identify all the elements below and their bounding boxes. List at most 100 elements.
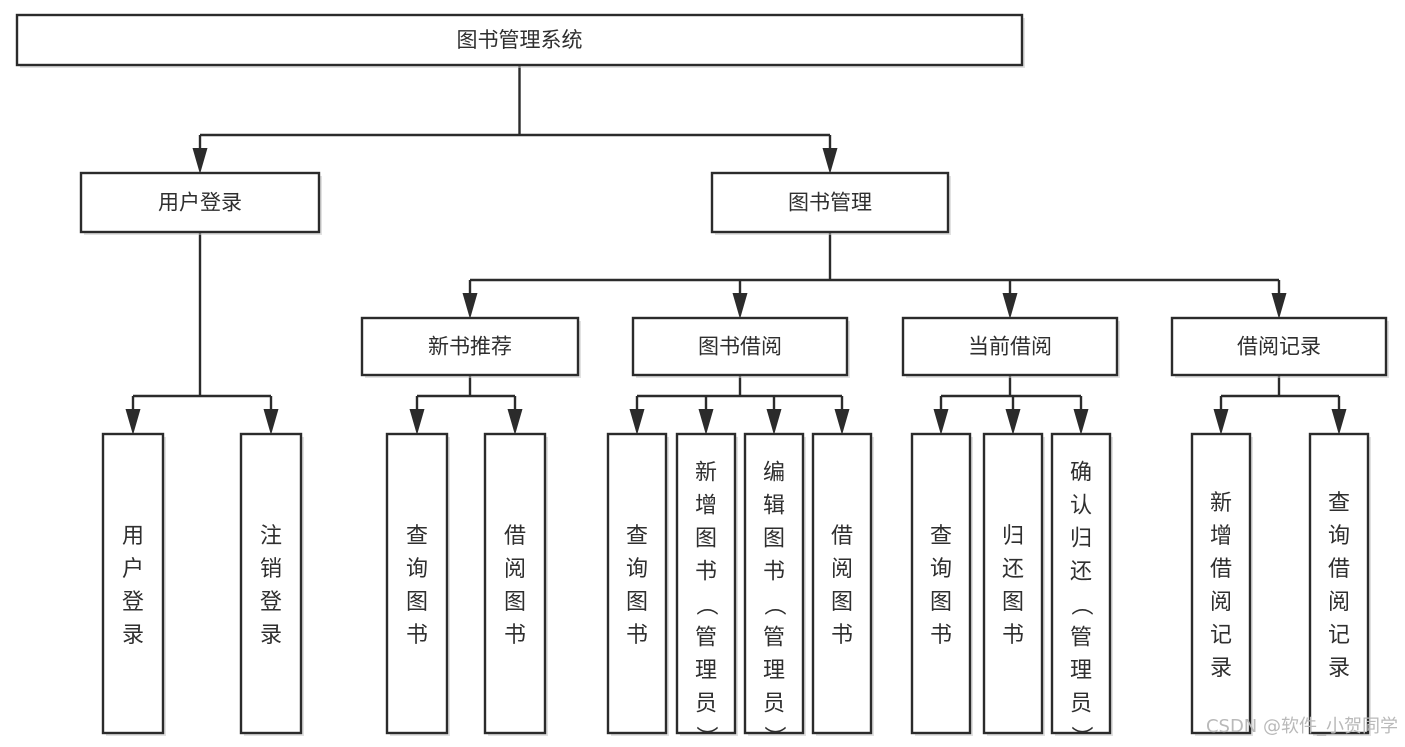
svg-text:员: 员 [1070,692,1092,717]
node-leaf-user-login[interactable]: 用户登录 [101,432,166,736]
svg-text:注: 注 [260,524,282,549]
svg-text:书: 书 [1002,623,1024,648]
node-box [811,432,873,735]
svg-text:还: 还 [1002,557,1024,582]
connector-layer [125,65,1347,435]
node-box [239,432,303,735]
connector-group-current-borrow [933,375,1089,435]
node-root[interactable]: 图书管理系统 [15,13,1025,68]
svg-text:录: 录 [1328,656,1350,681]
svg-text:书: 书 [504,623,526,648]
svg-text:查: 查 [626,524,648,549]
svg-text:）: ） [761,726,786,747]
svg-text:借: 借 [831,524,853,549]
connector-group-book-manage [462,232,1287,319]
svg-text:图: 图 [930,590,952,615]
svg-text:书: 书 [930,623,952,648]
svg-text:员: 员 [763,692,785,717]
svg-text:书: 书 [626,623,648,648]
svg-text:借: 借 [504,524,526,549]
node-new-book-rec[interactable]: 新书推荐 [360,316,581,378]
svg-text:书: 书 [695,560,717,585]
svg-text:管: 管 [695,626,717,651]
node-label: 新书推荐 [428,335,512,359]
svg-text:员: 员 [695,692,717,717]
svg-text:户: 户 [122,557,144,582]
svg-text:借: 借 [1210,557,1232,582]
svg-text:认: 认 [1070,494,1092,519]
node-box [483,432,547,735]
svg-text:图: 图 [406,590,428,615]
node-book-borrow[interactable]: 图书借阅 [631,316,850,378]
node-label: 借阅记录 [1237,335,1321,359]
svg-text:归: 归 [1002,524,1024,549]
svg-text:用: 用 [122,524,144,549]
node-box [982,432,1044,735]
svg-text:图: 图 [504,590,526,615]
node-box [631,316,849,377]
svg-text:（: （ [761,594,786,616]
node-current-borrow[interactable]: 当前借阅 [901,316,1120,378]
svg-text:登: 登 [122,590,144,615]
node-box [1308,432,1370,735]
node-box [675,432,737,735]
svg-text:查: 查 [1328,491,1350,516]
svg-text:理: 理 [695,659,717,684]
svg-text:阅: 阅 [1210,590,1232,615]
node-label: 图书管理系统 [457,28,583,52]
node-box [79,171,321,234]
svg-text:新: 新 [1210,491,1232,516]
svg-text:）: ） [1068,726,1093,747]
node-box [743,432,805,735]
svg-text:登: 登 [260,590,282,615]
svg-text:增: 增 [1210,524,1232,549]
svg-text:录: 录 [122,623,144,648]
svg-text:图: 图 [831,590,853,615]
svg-text:新: 新 [695,461,717,486]
node-box [901,316,1119,377]
svg-text:理: 理 [1070,659,1092,684]
svg-text:理: 理 [763,659,785,684]
connector-group-new-book-rec [409,375,523,435]
svg-text:录: 录 [260,623,282,648]
node-box [1190,432,1252,735]
node-label: 用户登录 [158,191,242,215]
svg-text:询: 询 [930,557,952,582]
node-box [385,432,449,735]
svg-text:记: 记 [1210,623,1232,648]
svg-text:）: ） [693,726,718,747]
node-book-manage[interactable]: 图书管理 [710,171,951,235]
svg-text:编: 编 [763,461,785,486]
svg-text:管: 管 [763,626,785,651]
svg-text:归: 归 [1070,527,1092,552]
node-user-login[interactable]: 用户登录 [79,171,322,235]
svg-text:书: 书 [763,560,785,585]
node-borrow-record[interactable]: 借阅记录 [1170,316,1389,378]
node-box [15,13,1024,67]
svg-text:查: 查 [406,524,428,549]
svg-text:阅: 阅 [1328,590,1350,615]
